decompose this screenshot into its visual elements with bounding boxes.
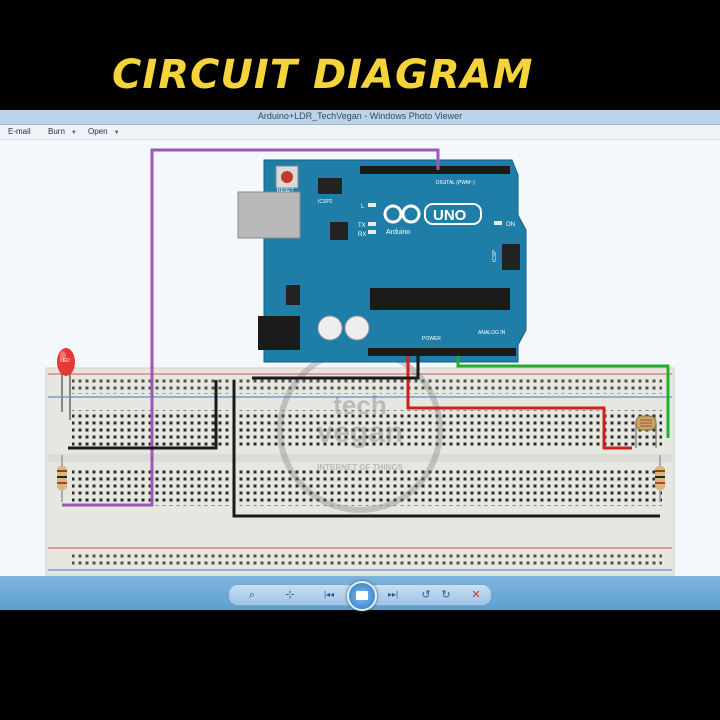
- power-analog-header: [368, 348, 516, 356]
- tx-label: TX: [358, 223, 366, 229]
- menu-email[interactable]: E-mail: [8, 127, 31, 136]
- analog-label: ANALOG IN: [478, 330, 506, 336]
- icsp2-header: [318, 178, 342, 194]
- menu-email-label: E-mail: [8, 127, 31, 136]
- arduino-logo: Arduino UNO: [383, 203, 482, 236]
- photo-viewer-window: Arduino+LDR_TechVegan - Windows Photo Vi…: [0, 110, 720, 611]
- breadboard: [45, 367, 675, 576]
- previous-icon[interactable]: |◂◂: [323, 590, 335, 599]
- menu-bar: E-mail Burn ▼ Open ▼: [0, 125, 720, 140]
- led-label: LED: [60, 358, 70, 364]
- watermark-line3: INTERNET OF THINGS: [317, 463, 403, 472]
- watermark-line1: tech: [333, 390, 386, 420]
- menu-open[interactable]: Open ▼: [88, 127, 120, 136]
- digital-header: [360, 166, 510, 174]
- capacitor: [344, 315, 370, 341]
- viewer-toolbar: ⌕ ⊹ |◂◂ ▸▸| ↺ ↻ ✕: [0, 576, 720, 611]
- power-jack: [258, 316, 300, 350]
- magnifier-icon[interactable]: ⌕: [248, 589, 256, 601]
- resistor-left: [57, 455, 67, 502]
- chevron-down-icon: ▼: [70, 130, 77, 136]
- image-canvas: tech vegan INTERNET OF THINGS RESET ICSP…: [0, 140, 720, 576]
- circuit-diagram: tech vegan INTERNET OF THINGS RESET ICSP…: [45, 148, 675, 576]
- techvegan-watermark: tech vegan INTERNET OF THINGS: [277, 347, 443, 513]
- reset-label: RESET: [277, 188, 294, 194]
- wire-black: [68, 356, 660, 518]
- icsp1-header: [502, 244, 520, 270]
- usb-port: [237, 191, 301, 239]
- rotate-cw-icon[interactable]: ↻: [441, 589, 451, 601]
- resistor-right: [655, 455, 665, 502]
- slideshow-icon[interactable]: [347, 581, 377, 611]
- digital-label: DIGITAL (PWM~): [436, 180, 475, 186]
- fit-window-icon[interactable]: ⊹: [285, 589, 295, 601]
- menu-burn[interactable]: Burn ▼: [48, 127, 77, 136]
- window-titlebar: Arduino+LDR_TechVegan - Windows Photo Vi…: [0, 110, 720, 125]
- power-label: POWER: [422, 336, 441, 342]
- chevron-down-icon: ▼: [113, 130, 120, 136]
- model-label: UNO: [433, 207, 467, 224]
- ldr-sensor: [635, 415, 657, 448]
- wire-purple: [62, 148, 440, 507]
- menu-open-label: Open: [88, 127, 108, 136]
- wire-red: [406, 356, 632, 450]
- brand-label: Arduino: [386, 229, 410, 236]
- chip-small: [330, 222, 348, 240]
- l-label: L: [361, 204, 365, 210]
- led-component: LED: [57, 348, 75, 420]
- menu-burn-label: Burn: [48, 127, 65, 136]
- delete-icon[interactable]: ✕: [471, 589, 481, 601]
- regulator: [286, 285, 300, 305]
- rotate-ccw-icon[interactable]: ↺: [421, 589, 431, 601]
- icsp2-label: ICSP2: [318, 199, 333, 205]
- on-label: ON: [506, 222, 515, 228]
- watermark-line2: vegan: [317, 416, 404, 449]
- next-icon[interactable]: ▸▸|: [387, 590, 399, 599]
- window-title: Arduino+LDR_TechVegan - Windows Photo Vi…: [257, 111, 463, 121]
- rx-label: RX: [358, 232, 366, 238]
- icsp1-label: ICSP: [492, 250, 498, 262]
- page-title: CIRCUIT DIAGRAM: [112, 52, 534, 98]
- wire-green: [456, 356, 670, 438]
- capacitor: [317, 315, 343, 341]
- arduino-uno-board: RESET ICSP2 DIGITAL (PWM~) POWER ANALOG …: [237, 159, 527, 363]
- controls-pill: ⌕ ⊹ |◂◂ ▸▸| ↺ ↻ ✕: [228, 581, 492, 611]
- microcontroller-chip: [370, 288, 510, 310]
